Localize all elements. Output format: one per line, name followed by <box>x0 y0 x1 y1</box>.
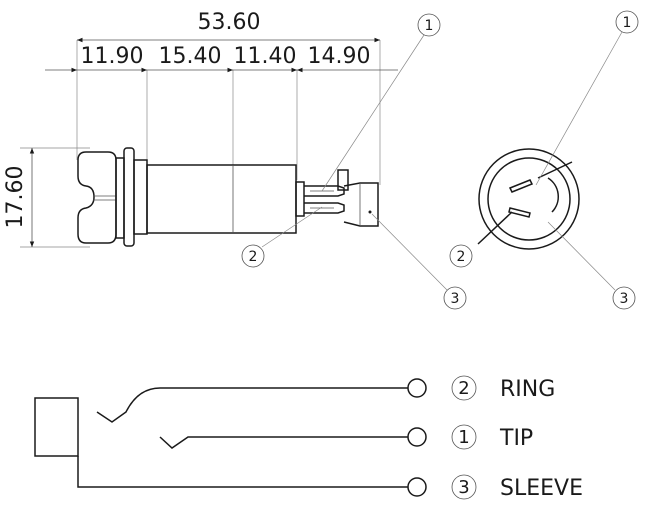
schematic-symbol <box>34 378 427 497</box>
front-callout-1: 1 <box>615 10 639 34</box>
front-callout-1-number: 1 <box>623 15 632 31</box>
side-view <box>77 147 379 247</box>
front-callout-3-number: 3 <box>620 291 629 307</box>
side-callout-2: 2 <box>241 244 265 268</box>
dimension-label-2: 15.40 <box>159 44 222 69</box>
sleeve-terminal-circle <box>407 477 427 497</box>
dimension-label-1: 11.90 <box>81 44 144 69</box>
front-callout-2: 2 <box>449 244 473 268</box>
legend-row-tip: 1 TIP <box>451 424 533 451</box>
front-callout-leaders <box>535 31 623 291</box>
side-callout-1: 1 <box>417 13 441 37</box>
legend-row-ring: 2 RING <box>451 375 555 402</box>
ring-terminal-circle <box>407 378 427 398</box>
legend-row-sleeve: 3 SLEEVE <box>451 474 583 501</box>
side-callout-3-number: 3 <box>451 291 460 307</box>
side-callout-2-number: 2 <box>249 249 258 265</box>
side-callout-leaders <box>261 34 448 291</box>
legend-ring-number: 2 <box>458 378 469 399</box>
front-callout-2-number: 2 <box>457 249 466 265</box>
legend-ring-label: RING <box>500 377 555 402</box>
height-label: 17.60 <box>3 166 28 229</box>
front-view <box>477 148 580 250</box>
dimension-label-4: 14.90 <box>308 44 371 69</box>
dimension-lines <box>20 37 398 248</box>
legend-tip-label: TIP <box>499 426 533 451</box>
tip-terminal-circle <box>407 427 427 447</box>
legend-tip-number: 1 <box>458 427 469 448</box>
dimension-label-3: 11.40 <box>234 44 297 69</box>
legend-sleeve-label: SLEEVE <box>500 476 583 501</box>
side-callout-1-number: 1 <box>425 18 434 34</box>
front-callout-3: 3 <box>612 286 636 310</box>
overall-length-label: 53.60 <box>198 10 261 35</box>
legend-sleeve-number: 3 <box>458 477 469 498</box>
side-callout-3: 3 <box>443 286 467 310</box>
